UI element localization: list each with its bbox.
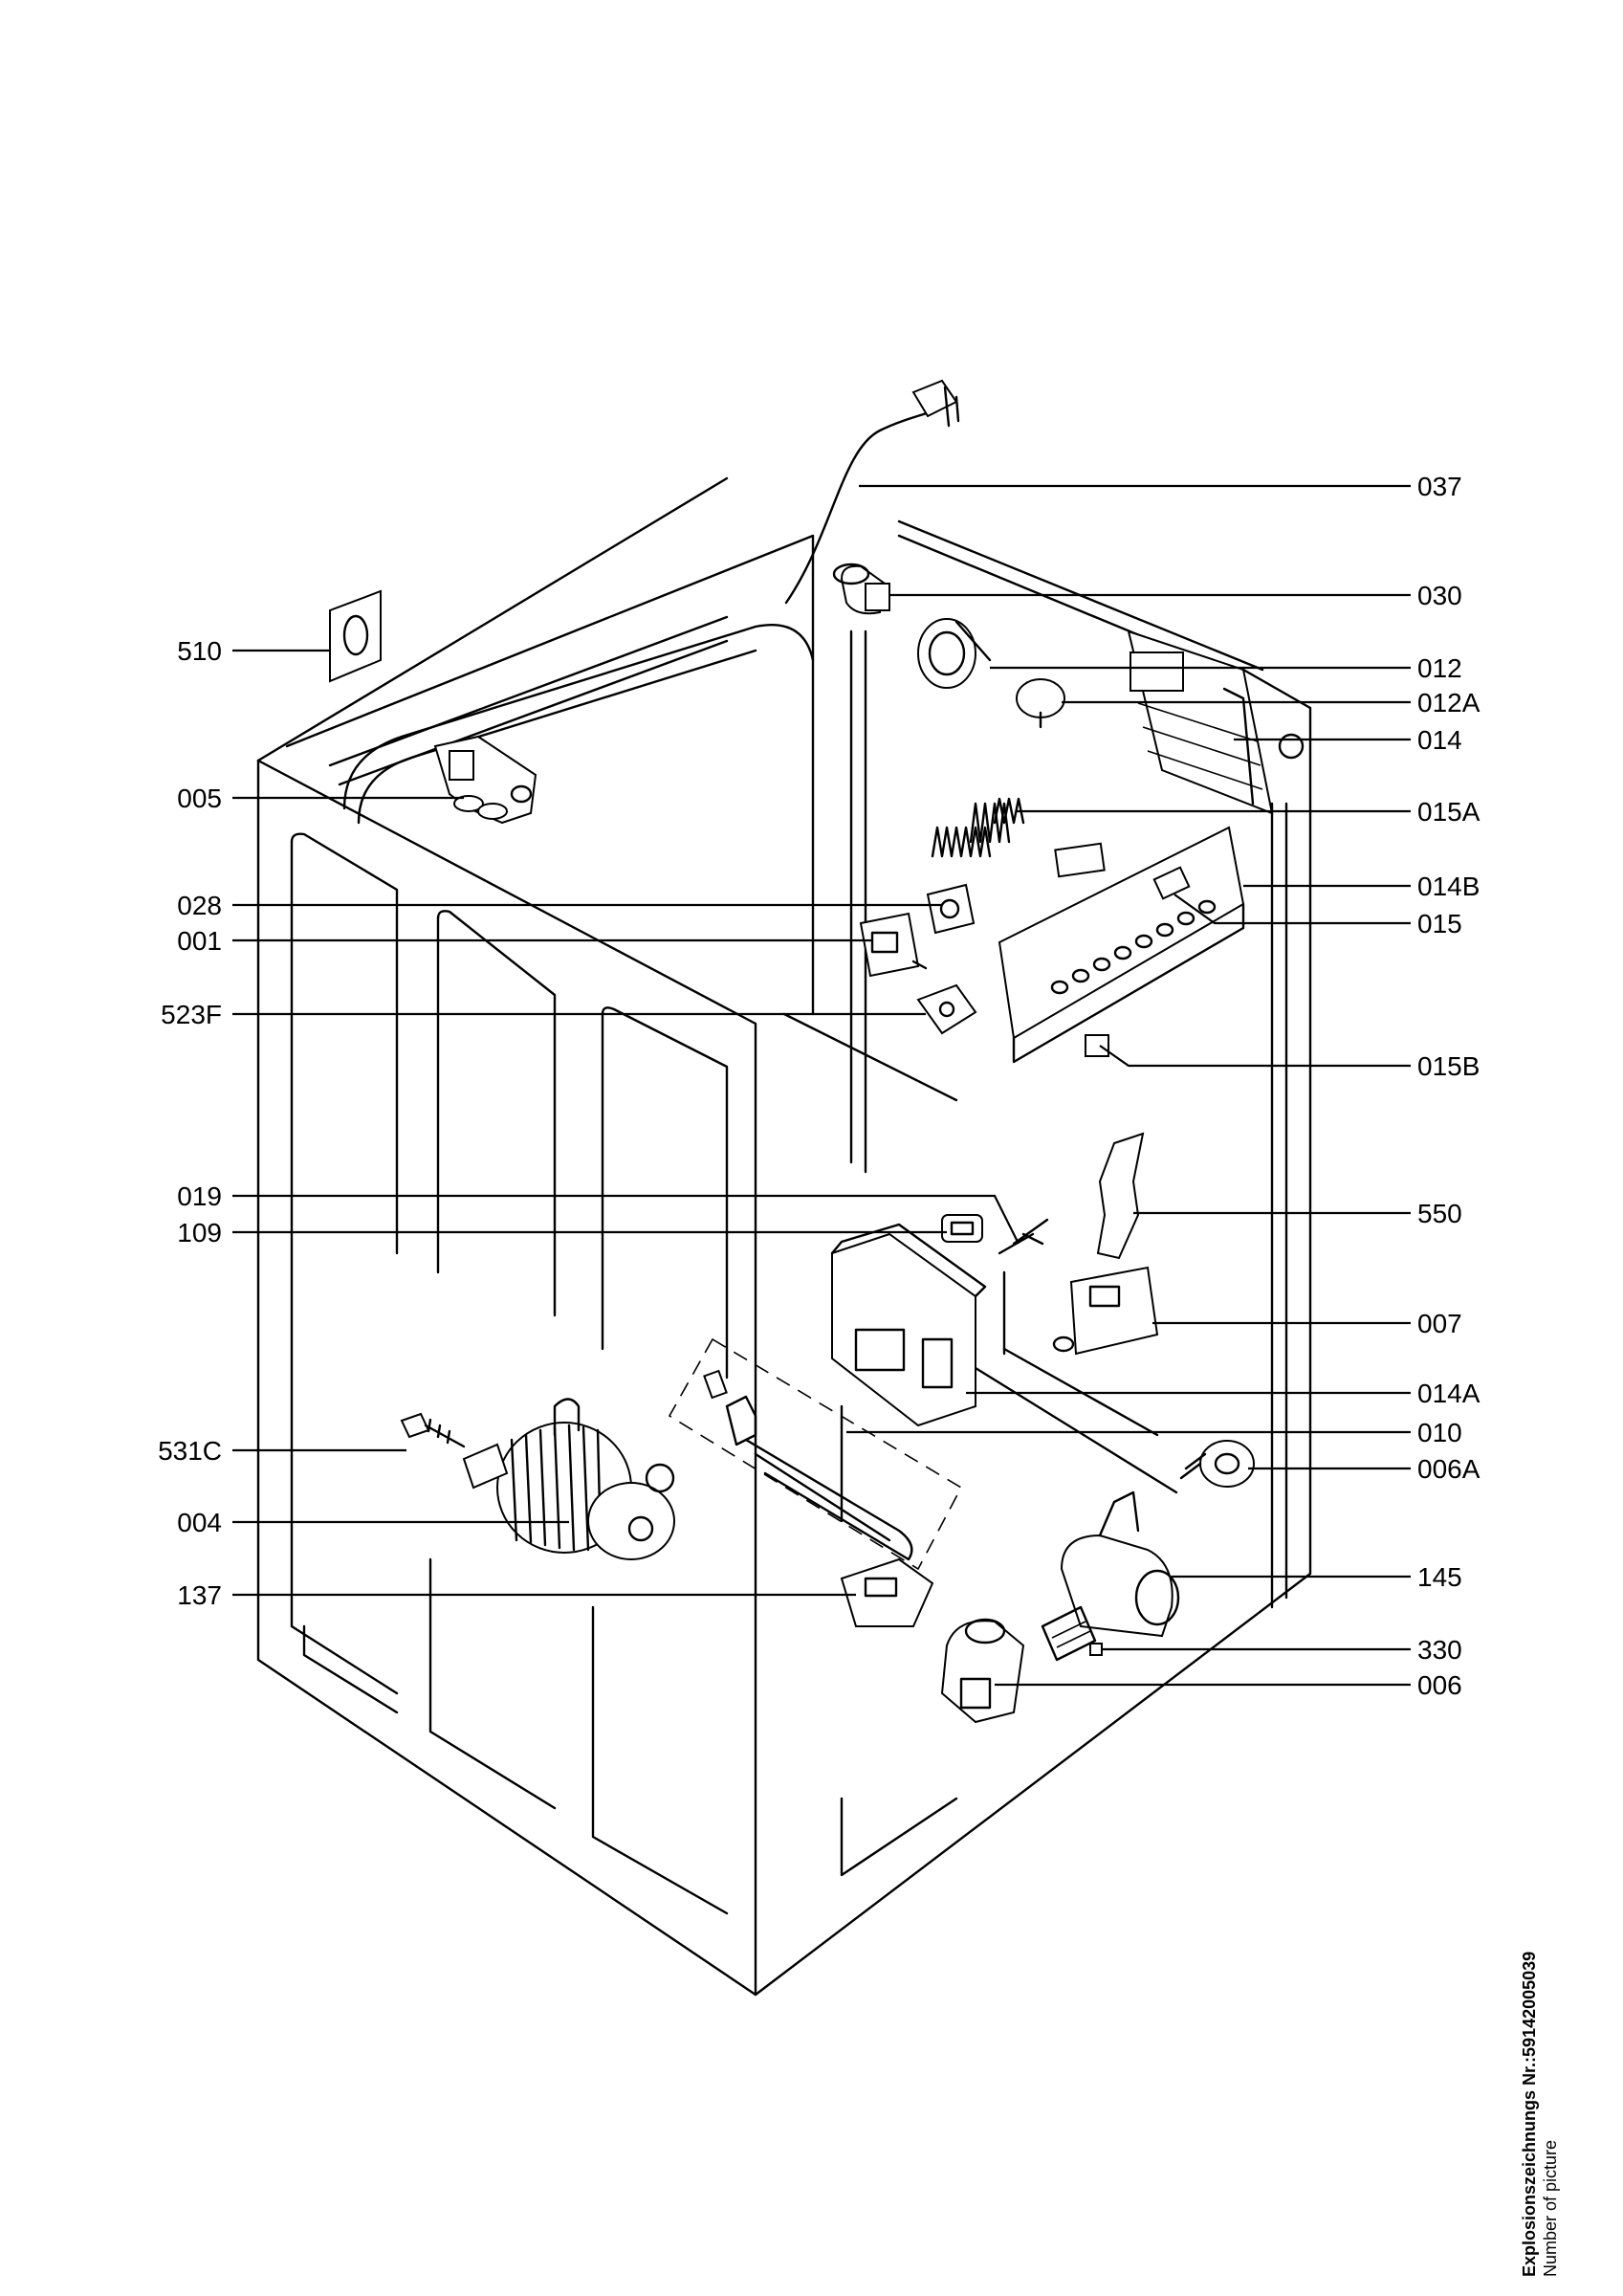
callout-label-531c: 531C (158, 1436, 222, 1466)
drive-motor (462, 1398, 675, 1560)
inlet-valve (433, 735, 537, 825)
callout-label-012: 012 (1417, 653, 1462, 683)
callout-label-015: 015 (1417, 909, 1462, 938)
door-lever (1096, 1132, 1145, 1260)
mains-cable-plug (784, 379, 960, 605)
callout-label-015a: 015A (1417, 797, 1480, 827)
small-fitting (1089, 1643, 1103, 1656)
callout-label-006: 006 (1417, 1670, 1462, 1700)
callout-label-001: 001 (177, 926, 222, 956)
pressure-switch (1016, 678, 1065, 729)
electronic-module (830, 1223, 987, 1427)
callout-label-014b: 014B (1417, 872, 1480, 901)
callout-label-010: 010 (1417, 1418, 1462, 1447)
callout-labels-left: 510 005 028 001 523F 019 109 531C 004 137 (158, 636, 222, 1610)
capacitor (832, 563, 890, 615)
callout-label-137: 137 (177, 1580, 222, 1610)
control-board-bracket (1127, 629, 1274, 815)
callout-labels-right: 037 030 012 012A 014 015A 014B 015 015B 550 007 014… (1417, 472, 1480, 1700)
callout-label-037: 037 (1417, 472, 1462, 501)
drawing-footer: Explosionszeichnungs Nr.:59142005039 Num… (1519, 1569, 1561, 2277)
push-button-015b (1085, 1034, 1109, 1057)
callout-label-004: 004 (177, 1508, 222, 1537)
callout-label-005: 005 (177, 784, 222, 813)
callout-label-014a: 014A (1417, 1379, 1480, 1408)
heating-element (668, 1337, 963, 1571)
callout-label-019: 019 (177, 1181, 222, 1211)
drawing-number: Explosionszeichnungs Nr.:59142005039 (1520, 1951, 1539, 2277)
callout-label-109: 109 (177, 1218, 222, 1247)
leader-lines (232, 484, 1411, 1687)
drain-pump (940, 1618, 1025, 1724)
callout-label-510: 510 (177, 636, 222, 666)
pump-housing (1041, 1490, 1180, 1662)
knob-523f (916, 983, 977, 1035)
callout-label-006a: 006A (1417, 1454, 1480, 1484)
selector-switch (926, 883, 976, 935)
door-interlock (1052, 1266, 1159, 1356)
level-sensor (1179, 1440, 1255, 1488)
callout-label-145: 145 (1417, 1562, 1462, 1592)
callout-label-028: 028 (177, 891, 222, 920)
callout-label-015b: 015B (1417, 1051, 1480, 1081)
drawing-number-caption: Number of picture (1541, 2139, 1560, 2277)
control-panel-strip (998, 826, 1245, 1064)
motor-bolt (400, 1412, 466, 1448)
cable-tie-019 (998, 1218, 1049, 1255)
callout-label-523f: 523F (161, 1000, 222, 1029)
callout-label-550: 550 (1417, 1199, 1462, 1228)
callout-label-030: 030 (1417, 581, 1462, 610)
harness-wires (931, 797, 1025, 858)
programme-timer (917, 618, 992, 689)
callout-label-012a: 012A (1417, 688, 1480, 718)
callout-label-014: 014 (1417, 725, 1462, 755)
clip-109 (941, 1214, 983, 1243)
callout-label-007: 007 (1417, 1309, 1462, 1338)
rotary-switch (859, 912, 928, 978)
callout-label-330: 330 (1417, 1635, 1462, 1665)
interference-suppressor (840, 1557, 934, 1627)
seal-plate (329, 589, 382, 683)
